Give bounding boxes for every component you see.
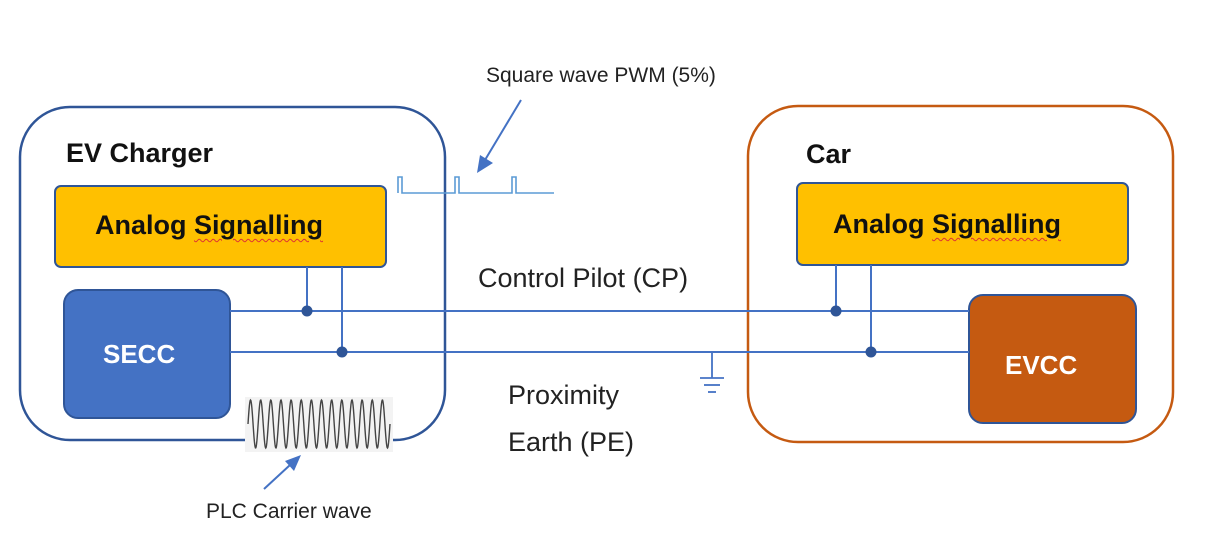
ev-charger-title: EV Charger (66, 138, 214, 168)
charger-analog-word: Analog (95, 210, 187, 240)
junction-dots (301, 305, 877, 358)
ev-charger-container (18, 105, 447, 442)
ground-icon (700, 352, 724, 393)
charger-cp-junction (301, 305, 313, 317)
car-analog-signalling-block (796, 182, 1129, 266)
car-container (746, 104, 1175, 444)
car-cp-junction (830, 305, 842, 317)
proximity-label: Proximity (508, 380, 620, 410)
secc-label: SECC (103, 339, 176, 369)
secc-block (63, 289, 231, 419)
car-analog-signalling-label: Analog Signalling (833, 209, 1061, 240)
earth-label: Earth (PE) (508, 427, 635, 457)
car-analog-word: Analog (833, 209, 925, 239)
pwm-arrow (477, 99, 522, 173)
car-title: Car (806, 139, 852, 169)
plc-label: PLC Carrier wave (206, 500, 372, 523)
pwm-label: Square wave PWM (5%) (486, 64, 716, 87)
charger-analog-signalling-block (54, 185, 387, 268)
charger-signalling-word: Signalling (194, 210, 324, 240)
pwm-square-wave (397, 176, 554, 194)
plc-carrier-wave (245, 397, 393, 452)
charger-analog-signalling-label: Analog Signalling (95, 210, 323, 241)
charger-pe-junction (336, 346, 348, 358)
car-pe-junction (865, 346, 877, 358)
plc-arrow (263, 455, 301, 490)
control-pilot-label: Control Pilot (CP) (478, 263, 689, 293)
evcc-block (968, 294, 1137, 424)
wires (230, 265, 969, 353)
car-signalling-word: Signalling (932, 209, 1062, 239)
evcc-label: EVCC (1005, 350, 1078, 380)
